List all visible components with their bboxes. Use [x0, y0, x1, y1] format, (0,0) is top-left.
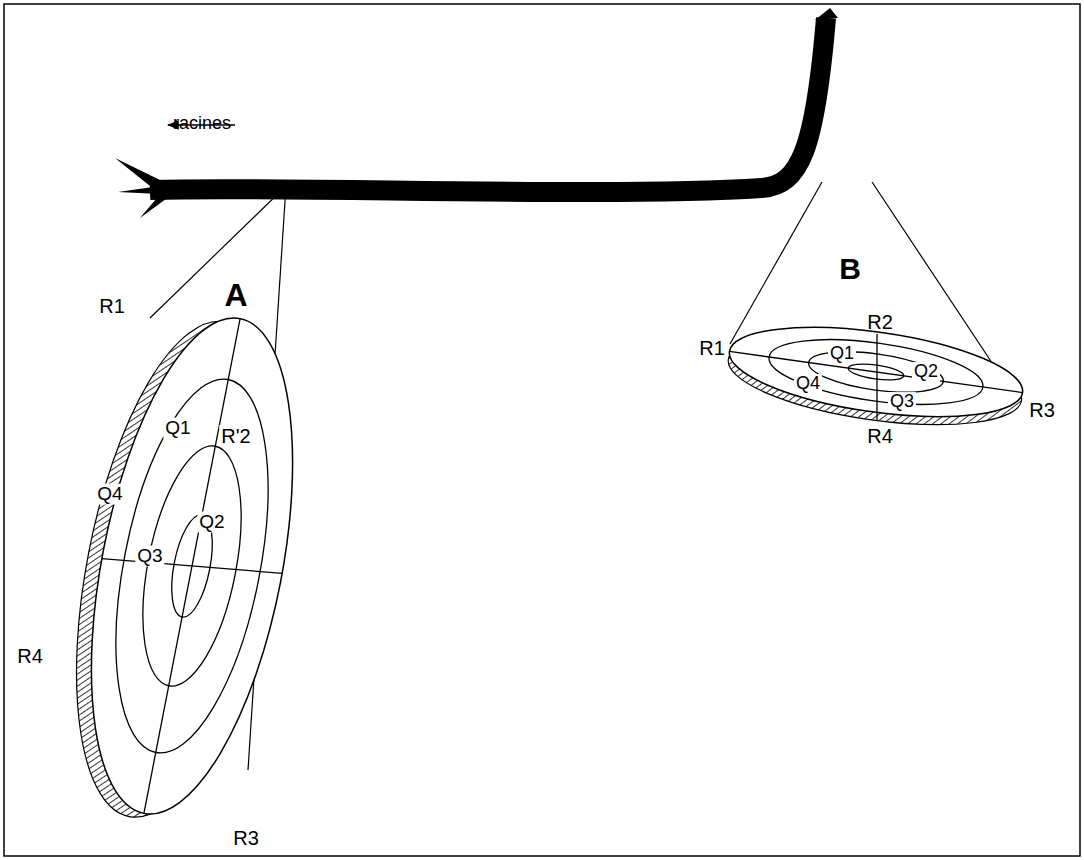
- radius-label: R4: [15, 645, 45, 667]
- radius-label: R2: [865, 311, 895, 333]
- direction-label: racines: [171, 114, 233, 134]
- radius-label: R4: [865, 425, 895, 447]
- frame: [4, 4, 1080, 856]
- quarter-label: Q2: [197, 512, 226, 533]
- radius-label: R'2: [219, 425, 252, 447]
- quarter-label: Q1: [163, 418, 192, 439]
- quarter-label: Q2: [912, 362, 940, 382]
- disc-a: [41, 299, 329, 837]
- quarter-label: Q4: [794, 374, 822, 394]
- stem-tip: [815, 8, 838, 20]
- radius-label: R1: [97, 295, 127, 317]
- diameter-line: [876, 334, 877, 420]
- disc-b: [723, 312, 1028, 440]
- quarter-label: Q4: [95, 484, 124, 505]
- radius-label: R3: [1027, 399, 1057, 421]
- quarter-label: Q3: [888, 392, 916, 412]
- quarter-label: Q1: [828, 344, 856, 364]
- radius-label: R1: [697, 337, 727, 359]
- quarter-label: Q3: [135, 546, 164, 567]
- radius-label: R3: [231, 827, 261, 849]
- section-letter: B: [837, 252, 863, 285]
- section-letter: A: [222, 278, 249, 313]
- stem: [150, 18, 826, 192]
